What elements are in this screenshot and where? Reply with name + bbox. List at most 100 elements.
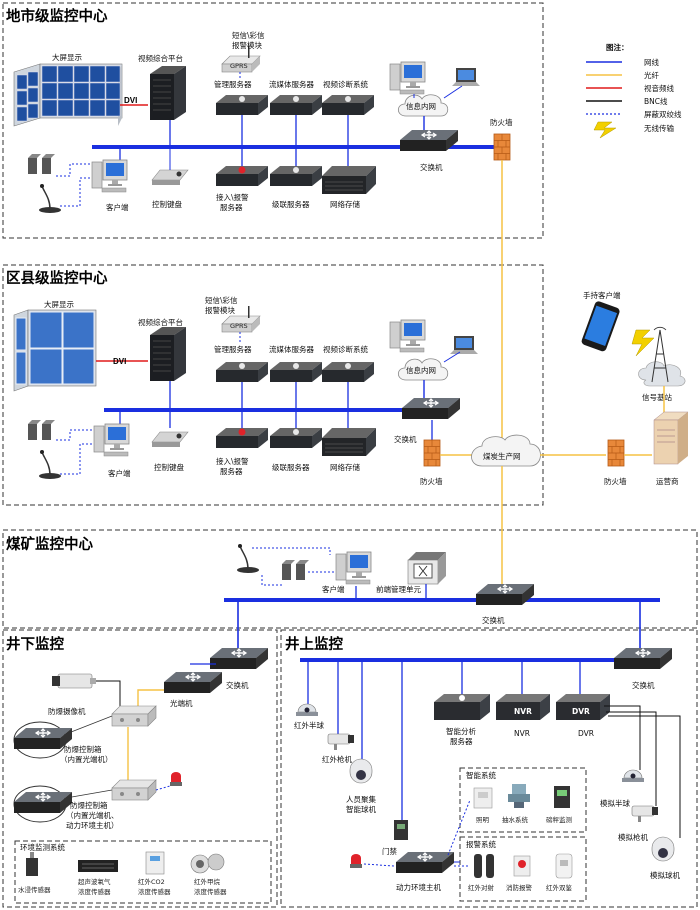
surface-area: 交换机 红外半球 红外枪机 人员聚集 智能球机 门禁 动力环境主机 (294, 647, 681, 892)
underground-frame (2, 629, 278, 908)
city-frame (2, 2, 544, 239)
water-sensor (26, 852, 38, 876)
county-storage (321, 427, 377, 457)
label-city-storage: 网络存储 (330, 199, 360, 209)
label-stream-server: 流媒体服务器 (269, 79, 314, 89)
county-client-pc (94, 424, 129, 456)
nvr-tag: NVR (514, 707, 532, 716)
alarm-system-frame (459, 836, 587, 902)
label-city-switch: 交换机 (420, 162, 443, 172)
smart-item-0: 照明 (476, 816, 490, 824)
county-speakers (28, 420, 55, 440)
county-stream-server (270, 362, 322, 382)
label-door: 门禁 (382, 847, 397, 856)
operator-firewall (607, 439, 625, 467)
city-mic (38, 183, 62, 214)
label-operator-firewall: 防火墙 (604, 476, 627, 486)
nvr-device (496, 694, 550, 720)
sensor-label-2a: 红外CO2 (138, 877, 165, 886)
wireless-lightning-icon (631, 329, 655, 357)
label-handheld: 手持客户端 (583, 290, 621, 300)
analog-dome-camera (621, 769, 645, 783)
label-sim-dome: 模拟半球 (600, 798, 630, 808)
label-mine-client: 客户端 (322, 584, 345, 594)
intranet-pc (390, 62, 425, 94)
surface-switch-right (613, 647, 673, 670)
label-county-stream: 流媒体服务器 (269, 344, 314, 354)
county-cascade-server (270, 428, 322, 448)
alarm-item-0: 红外对射 (468, 883, 495, 892)
phone-icon (581, 301, 620, 352)
crowd-ptz-camera (349, 758, 373, 784)
optical-transceiver (163, 671, 223, 694)
label-diag-system: 视频诊断系统 (323, 79, 368, 89)
legend-label-bnc: BNC线 (644, 96, 668, 106)
label-underground-switch: 交换机 (226, 680, 249, 690)
label-county-mgmt: 管理服务器 (214, 344, 252, 354)
env-monitor-frame (14, 840, 272, 904)
label-box2-2: （内置光端机、 (66, 810, 119, 820)
label-dvr: DVR (578, 729, 594, 738)
alarm-item-1: 消防报警 (506, 883, 533, 892)
ir-beam-icon (474, 854, 494, 878)
intranet-laptop (452, 68, 480, 86)
sensor-label-1a: 超声波氧气 (78, 877, 111, 886)
scale-monitor-icon (554, 786, 570, 808)
gprs-tag: GPRS (230, 62, 248, 70)
label-box2-3: 动力环境主机） (66, 820, 119, 830)
dvr-device (556, 694, 610, 720)
lightning-icon (593, 121, 617, 139)
county-gprs-tag: GPRS (230, 322, 248, 330)
label-mgmt-server: 管理服务器 (214, 79, 252, 89)
sensor-label-3a: 红外甲烷 (194, 877, 221, 886)
legend-label-av: 视音频线 (644, 83, 674, 93)
county-keyboard (151, 431, 189, 448)
label-ex-camera: 防爆摄像机 (48, 706, 86, 716)
alarm-item-2: 红外双鉴 (546, 883, 573, 892)
label-crowd-2: 智能球机 (346, 804, 376, 814)
label-alarm-system: 报警系统 (466, 839, 496, 849)
city-switch (399, 129, 459, 152)
county-intranet-pc (390, 320, 425, 352)
label-city-alarm-1: 接入\报警 (216, 192, 249, 202)
surface-alarm-light (350, 854, 362, 868)
label-surface-switch: 交换机 (632, 680, 655, 690)
legend-label-fiber: 光纤 (644, 70, 659, 80)
city-client-pc (92, 160, 127, 192)
underground-area: 交换机 防爆摄像机 光端机 防爆控制箱 （内置光端机） 防爆控制箱 （内置光 (13, 647, 269, 896)
county-alarm-server (216, 428, 268, 448)
section-title-county: 区县级监控中心 (6, 269, 108, 287)
co2-sensor (145, 851, 165, 875)
city-cascade-server (270, 166, 322, 186)
county-mic (38, 449, 62, 480)
video-platform (150, 66, 186, 120)
stream-server (270, 95, 322, 115)
methane-sensor (190, 853, 225, 874)
label-crowd-1: 人员聚集 (346, 794, 376, 804)
label-operator: 运营商 (656, 476, 679, 486)
mine-speakers (282, 560, 309, 580)
label-big-screen: 大屏显示 (52, 52, 82, 62)
mine-switch (475, 583, 535, 606)
box1-zoom (13, 715, 113, 759)
door-access-icon (394, 820, 408, 840)
county-switch (401, 397, 461, 420)
label-county-switch: 交换机 (394, 434, 417, 444)
label-city-alarm-2: 服务器 (220, 202, 243, 212)
label-analysis-2: 服务器 (450, 736, 473, 746)
underground-alarm-light (170, 772, 182, 786)
mobile-area: 手持客户端 信号基站 防火墙 运营商 (581, 290, 689, 486)
coal-network: 煤炭生产网 (471, 434, 606, 588)
analog-ptz-camera (651, 836, 675, 862)
analysis-server (434, 694, 490, 720)
label-county-cascade: 级联服务器 (272, 462, 310, 472)
label-box1-2: （内置光端机） (60, 754, 113, 764)
label-ir-dome: 红外半球 (294, 720, 324, 730)
smart-item-2: 磅秤监测 (546, 815, 573, 824)
label-city-keyboard: 控制键盘 (152, 199, 182, 209)
label-intranet: 信息内网 (406, 101, 436, 111)
lighting-icon (473, 787, 493, 809)
dvr-tag: DVR (572, 707, 590, 716)
ex-control-box-1 (111, 705, 157, 727)
section-title-mine: 煤矿监控中心 (6, 535, 93, 553)
